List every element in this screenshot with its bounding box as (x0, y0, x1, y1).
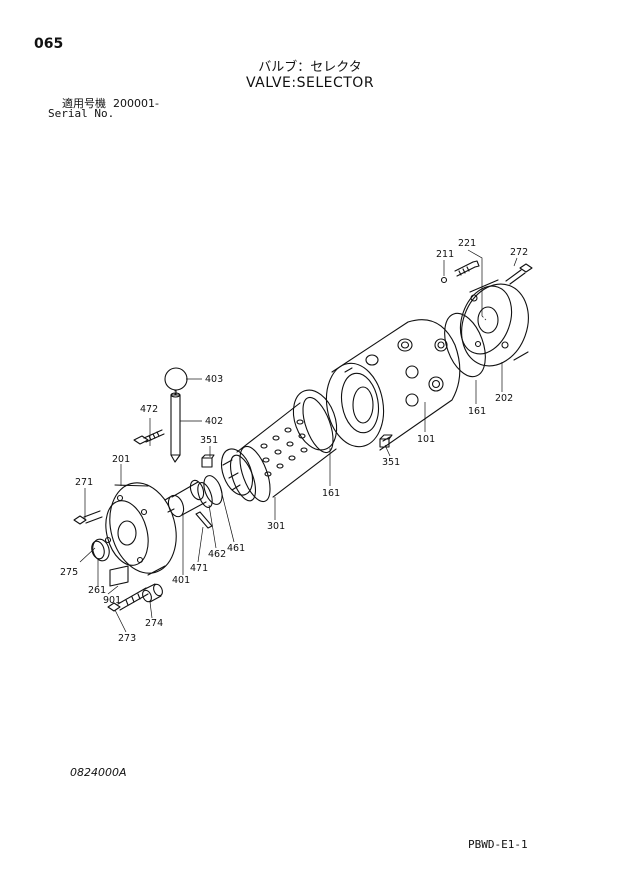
cap-261 (92, 538, 110, 562)
part-label-401: 401 (172, 575, 190, 586)
part-label-274: 274 (145, 618, 163, 629)
part-label-351-body: 351 (382, 457, 400, 468)
part-label-202: 202 (495, 393, 513, 404)
screw-221 (454, 260, 480, 277)
part-label-275: 275 (60, 567, 78, 578)
sheet-reference: PBWD-E1-1 (468, 838, 528, 851)
part-label-403: 403 (205, 374, 223, 385)
drawing-code: 0824000A (70, 766, 127, 779)
part-label-462: 462 (208, 549, 226, 560)
part-label-273: 273 (118, 633, 136, 644)
part-label-261: 261 (88, 585, 106, 596)
part-label-471: 471 (190, 563, 208, 574)
serial-label: Serial No. (48, 107, 115, 120)
o-ring-161-front (292, 389, 338, 451)
plug-351-sleeve (201, 454, 215, 468)
lever-402 (170, 392, 181, 463)
serial-range: 適用号機 200001- (62, 95, 159, 111)
part-label-101: 101 (417, 434, 435, 445)
serial-label-japanese: 適用号機 (62, 97, 106, 110)
part-label-402: 402 (205, 416, 223, 427)
bolt-272 (505, 263, 533, 285)
part-label-351-sleeve: 351 (200, 435, 218, 446)
page-title-japanese: バルブ：セレクタ (258, 60, 362, 75)
set-screw-472 (133, 429, 165, 445)
knob-403 (164, 367, 188, 396)
part-label-271: 271 (75, 477, 93, 488)
sleeve-274 (142, 583, 163, 603)
o-ring-161-rear (444, 312, 486, 378)
part-label-221: 221 (458, 238, 476, 249)
part-label-211: 211 (436, 249, 454, 260)
part-label-272: 272 (510, 247, 528, 258)
part-label-472: 472 (140, 404, 158, 415)
leader-lines (79, 249, 518, 633)
serial-value: 200001- (113, 97, 159, 110)
pin-471 (195, 511, 213, 529)
plug-351-body (379, 434, 393, 448)
nameplate-901 (109, 565, 129, 587)
bolt-271 (73, 510, 103, 525)
part-label-901: 901 (103, 595, 121, 606)
plug-211 (440, 276, 448, 284)
part-label-161-front: 161 (322, 488, 340, 499)
front-cover-201 (104, 482, 177, 576)
seal-461 (203, 475, 223, 505)
page-title: VALVE:SELECTOR (245, 75, 375, 91)
rear-cover-202 (459, 279, 529, 367)
part-label-201: 201 (112, 454, 130, 465)
part-label-161-rear: 161 (468, 406, 486, 417)
page-number: 065 (34, 36, 64, 52)
selector-body-101 (325, 319, 461, 451)
part-label-301: 301 (267, 521, 285, 532)
backup-ring-462 (197, 482, 213, 508)
part-label-461: 461 (227, 543, 245, 554)
spool-sleeve-301 (220, 396, 337, 503)
